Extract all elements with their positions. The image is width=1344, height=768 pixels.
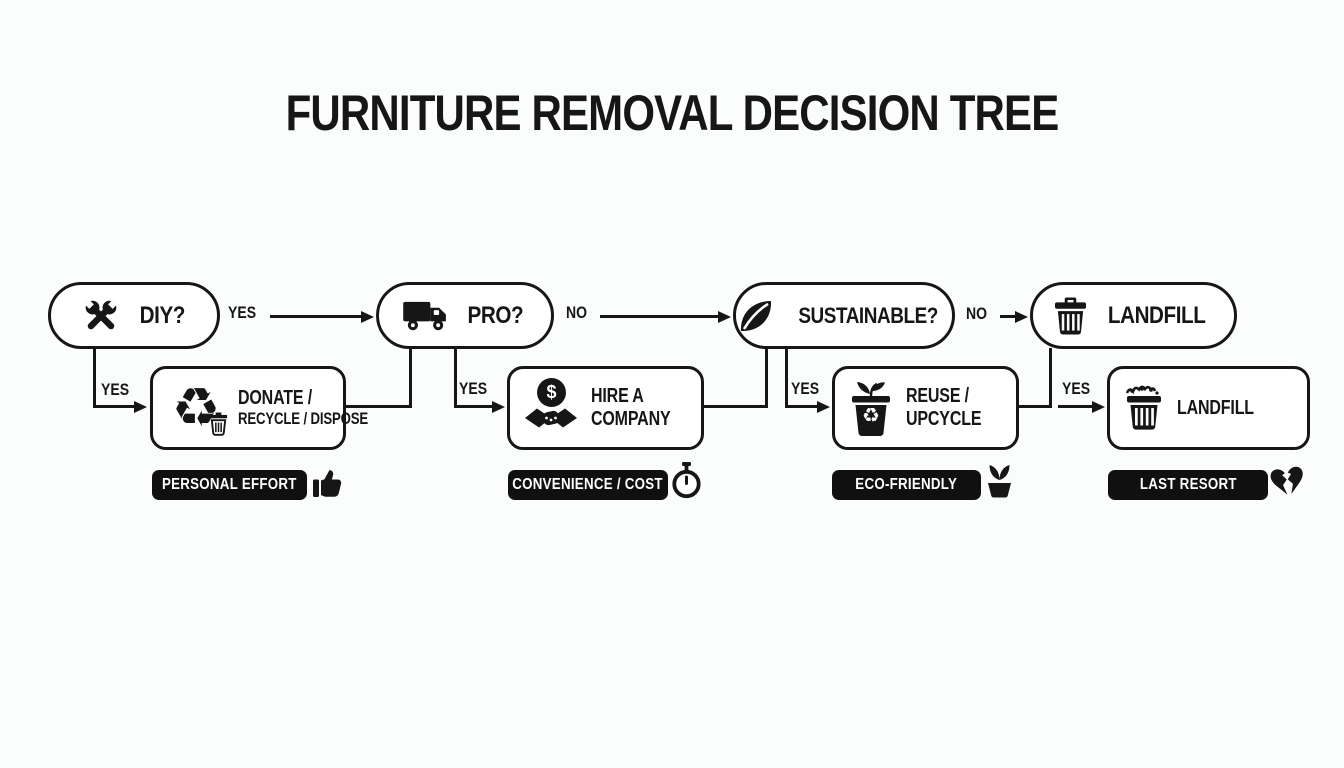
- trash-can-icon: [1054, 297, 1087, 335]
- edge-sustainable-to-reuse-label: YES: [791, 380, 820, 398]
- decision-node-sustainable: SUSTAINABLE?: [733, 282, 955, 349]
- decision-landfill-label: LANDFILL: [1107, 301, 1206, 329]
- outcome-reuse-line2: UPCYCLE: [906, 408, 982, 430]
- edge-diy-to-pro-line: [270, 315, 362, 318]
- recycle-arrows-trash-icon: ♻: [166, 378, 229, 441]
- outcome-landfill-line1: LANDFILL: [1177, 396, 1254, 419]
- overflowing-trash-icon: [1123, 384, 1165, 432]
- badge-convenience-cost: CONVENIENCE / COST: [508, 470, 668, 500]
- edge-landfill-to-landfill-box-line: [1058, 405, 1093, 408]
- recycle-bin-glyph: ♻: [862, 403, 880, 427]
- potted-sprout-icon: [985, 462, 1014, 503]
- dollar-coin-icon: $: [537, 378, 566, 407]
- decision-sustainable-label: SUSTAINABLE?: [798, 302, 939, 328]
- edge-landfill-to-landfill-box-label: YES: [1062, 380, 1091, 398]
- edge-landfill-to-landfill-box-arrowhead: [1092, 400, 1105, 413]
- outcome-donate-line1: DONATE /: [238, 387, 312, 410]
- edge-diy-to-donate-vline: [93, 348, 96, 408]
- outcome-hire-line2: COMPANY: [591, 408, 671, 430]
- outcome-node-landfill: LANDFILL: [1107, 366, 1310, 450]
- dollar-glyph: $: [546, 382, 557, 402]
- edge-pro-to-sustainable-line: [600, 315, 719, 318]
- leaf-icon: [738, 298, 774, 334]
- edge-pro-to-hire-line: [454, 405, 493, 408]
- outcome-node-donate: ♻ DONATE / RECYCLE / DISPOSE: [150, 366, 368, 450]
- outcome-reuse-line1: REUSE /: [906, 385, 969, 408]
- badge-personal-effort: PERSONAL EFFORT: [152, 470, 307, 500]
- edge-reuse-to-landfill-line: [1019, 405, 1052, 408]
- edge-diy-to-donate-line: [93, 405, 135, 408]
- dollar-handshake-icon: $: [523, 378, 579, 438]
- edge-donate-to-pro-vline: [409, 348, 412, 408]
- edge-hire-to-sustainable-vline: [765, 348, 768, 408]
- edge-sustainable-to-reuse-arrowhead: [817, 400, 830, 413]
- edge-diy-to-pro-arrowhead: [361, 310, 374, 323]
- badge-eco-friendly: ECO-FRIENDLY: [832, 470, 981, 500]
- decision-node-landfill: LANDFILL: [1030, 282, 1237, 349]
- broken-heart-icon: [1269, 465, 1306, 503]
- badge-last-resort-label: LAST RESORT: [1139, 476, 1237, 493]
- page-title: FURNITURE REMOVAL DECISION TREE: [285, 85, 1060, 141]
- edge-sustainable-to-reuse-vline: [785, 348, 788, 408]
- edge-reuse-to-landfill-vline: [1049, 348, 1052, 408]
- badge-eco-friendly-label: ECO-FRIENDLY: [855, 476, 958, 493]
- decision-node-pro: PRO?: [376, 282, 554, 349]
- stopwatch-icon: [671, 462, 702, 504]
- handshake-icon: [523, 405, 579, 437]
- badge-last-resort: LAST RESORT: [1108, 470, 1268, 500]
- edge-pro-to-hire-label: YES: [459, 380, 488, 398]
- thumbs-up-icon: [312, 466, 343, 504]
- edge-hire-to-sustainable-line: [704, 405, 768, 408]
- outcome-hire-line1: HIRE A: [591, 385, 644, 408]
- truck-icon: [402, 299, 450, 332]
- edge-sustainable-to-landfill-arrowhead: [1015, 310, 1028, 323]
- edge-diy-to-donate-arrowhead: [134, 400, 147, 413]
- edge-sustainable-to-landfill-line: [1000, 315, 1016, 318]
- edge-pro-to-sustainable-arrowhead: [718, 310, 731, 323]
- edge-diy-to-pro-label: YES: [228, 304, 257, 322]
- edge-pro-to-hire-vline: [454, 348, 457, 408]
- outcome-node-reuse: ♻ REUSE / UPCYCLE: [832, 366, 1019, 450]
- edge-pro-to-sustainable-label: NO: [566, 304, 588, 322]
- outcome-node-hire: $ HIRE A COMPANY: [507, 366, 704, 450]
- decision-pro-label: PRO?: [467, 301, 523, 329]
- decision-node-diy: DIY?: [48, 282, 220, 349]
- mini-trash-icon: [208, 412, 229, 441]
- edge-diy-to-donate-label: YES: [101, 381, 130, 399]
- tools-icon: [79, 294, 123, 338]
- badge-convenience-cost-label: CONVENIENCE / COST: [512, 476, 664, 493]
- edge-sustainable-to-reuse-line: [785, 405, 818, 408]
- edge-pro-to-hire-arrowhead: [492, 400, 505, 413]
- badge-personal-effort-label: PERSONAL EFFORT: [162, 476, 297, 493]
- edge-donate-to-pro-line: [345, 405, 412, 408]
- recycle-bin-sprout-icon: ♻: [848, 378, 894, 438]
- edge-sustainable-to-landfill-label: NO: [966, 305, 988, 323]
- decision-diy-label: DIY?: [139, 301, 186, 329]
- outcome-donate-line2: RECYCLE / DISPOSE: [238, 410, 369, 428]
